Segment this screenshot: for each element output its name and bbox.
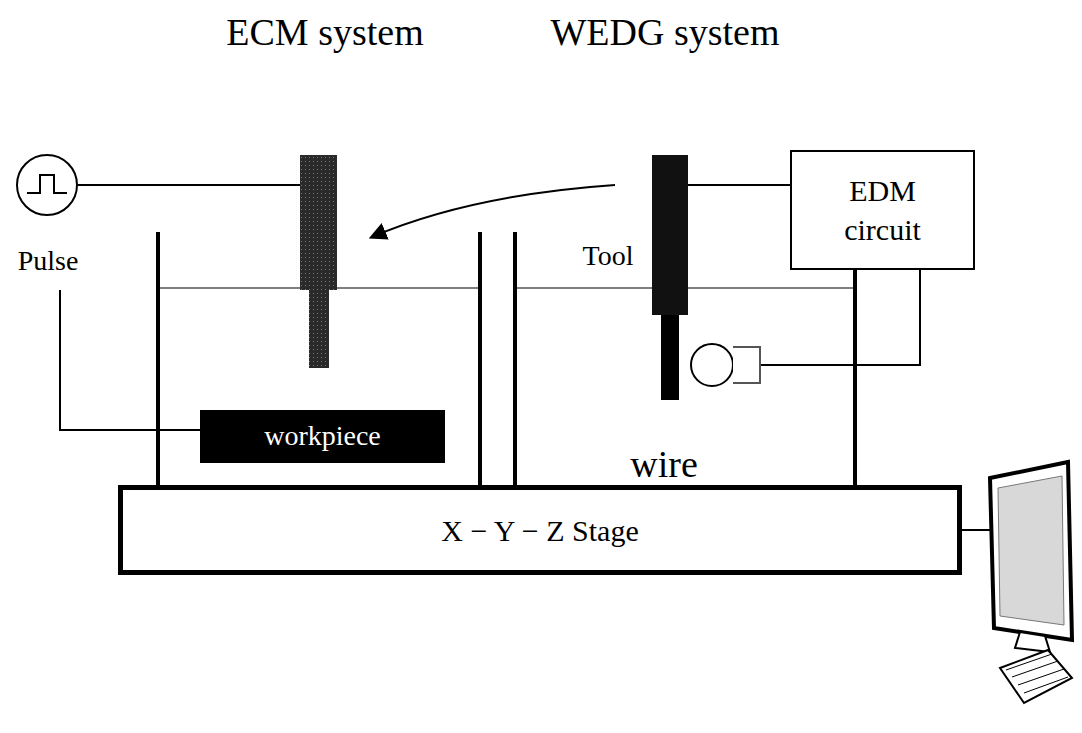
node-text: workpiece — [264, 418, 381, 454]
liquid-level — [158, 287, 855, 288]
pulse-symbol — [27, 175, 67, 193]
ecm-tool-holder — [300, 155, 337, 290]
wedg-tool-electrode — [661, 315, 679, 400]
part-label: wire — [604, 440, 724, 489]
part-label: Tool — [563, 238, 653, 274]
wire-connector — [853, 270, 857, 485]
part-label: Pulse — [0, 243, 98, 279]
stage-box: X − Y − Z Stage — [118, 485, 962, 575]
system-title: ECM system — [205, 8, 445, 57]
node-text: X − Y − Z Stage — [441, 511, 638, 550]
workpiece-block: workpiece — [200, 410, 445, 463]
transfer-arrow — [372, 185, 615, 237]
computer — [990, 462, 1072, 703]
wire-spool — [691, 344, 733, 386]
wire-guide — [733, 347, 760, 383]
system-title: WEDG system — [545, 8, 785, 57]
circuit-box: EDM circuit — [790, 150, 975, 270]
ecm-tool-electrode — [309, 290, 329, 368]
wedg-tool-holder — [652, 155, 688, 315]
node-text: EDM circuit — [808, 171, 958, 249]
pulse-source — [17, 155, 77, 215]
